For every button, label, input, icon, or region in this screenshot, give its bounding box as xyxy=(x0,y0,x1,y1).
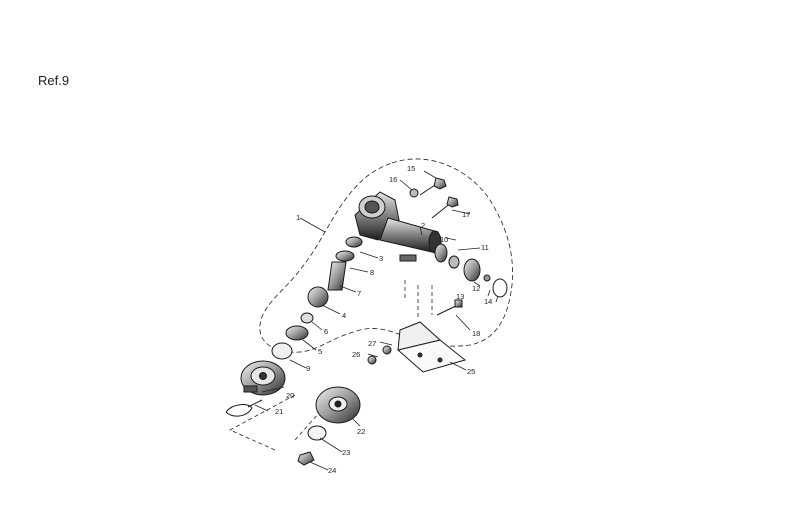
nut-27 xyxy=(382,345,392,355)
ring-8 xyxy=(335,250,355,262)
callout: 2 xyxy=(421,221,425,230)
callout: 1 xyxy=(296,213,300,222)
callout: 23 xyxy=(342,448,350,457)
callout: 3 xyxy=(379,254,383,263)
reference-label: Ref.9 xyxy=(38,73,70,88)
bolt-18 xyxy=(436,299,463,316)
bearing-5 xyxy=(285,325,309,341)
callout: 26 xyxy=(352,350,360,359)
seal-9 xyxy=(271,342,293,360)
callout: 21 xyxy=(275,407,283,416)
callout: 6 xyxy=(324,327,328,336)
callout: 22 xyxy=(357,427,365,436)
circlip-14 xyxy=(492,278,508,298)
collar-11 xyxy=(448,255,460,269)
callout: 27 xyxy=(368,339,376,348)
cover-23 xyxy=(307,425,327,441)
washer-22 xyxy=(315,386,361,424)
callout: 12 xyxy=(472,284,480,293)
gear-case-housing xyxy=(354,191,442,262)
callout: 17 xyxy=(462,210,470,219)
washer-16 xyxy=(409,188,419,198)
washer-13 xyxy=(483,274,491,282)
nut-24 xyxy=(297,451,315,466)
callout: 13 xyxy=(456,292,464,301)
callout: 18 xyxy=(472,329,480,338)
callout: 8 xyxy=(370,268,374,277)
pin-21 xyxy=(225,399,263,417)
shaft-7 xyxy=(327,261,347,291)
bearing-12 xyxy=(463,258,481,282)
callout: 25 xyxy=(467,367,475,376)
callout: 14 xyxy=(484,297,492,306)
callout-labels: 15 16 17 1 2 3 8 7 4 6 5 9 10 11 12 13 1… xyxy=(275,164,492,475)
callout: 11 xyxy=(481,243,489,252)
callout: 15 xyxy=(407,164,415,173)
assembly-outline xyxy=(259,158,513,353)
bevel-gear-4 xyxy=(307,286,329,308)
holder-20 xyxy=(240,360,286,396)
callout: 4 xyxy=(342,311,346,320)
bearing-3 xyxy=(345,236,363,248)
alignment-lines xyxy=(229,280,433,451)
callout: 24 xyxy=(328,466,336,475)
callout: 20 xyxy=(286,391,294,400)
bolt-26 xyxy=(367,355,377,365)
callout: 10 xyxy=(440,235,448,244)
callout: 7 xyxy=(357,289,361,298)
bolt-15 xyxy=(419,177,447,196)
gear-10 xyxy=(434,243,448,263)
bracket-25 xyxy=(396,321,467,373)
bolt-17 xyxy=(431,196,459,219)
callout: 9 xyxy=(306,364,310,373)
callout: 5 xyxy=(318,347,322,356)
callout: 16 xyxy=(389,175,397,184)
collar-6 xyxy=(300,312,314,324)
